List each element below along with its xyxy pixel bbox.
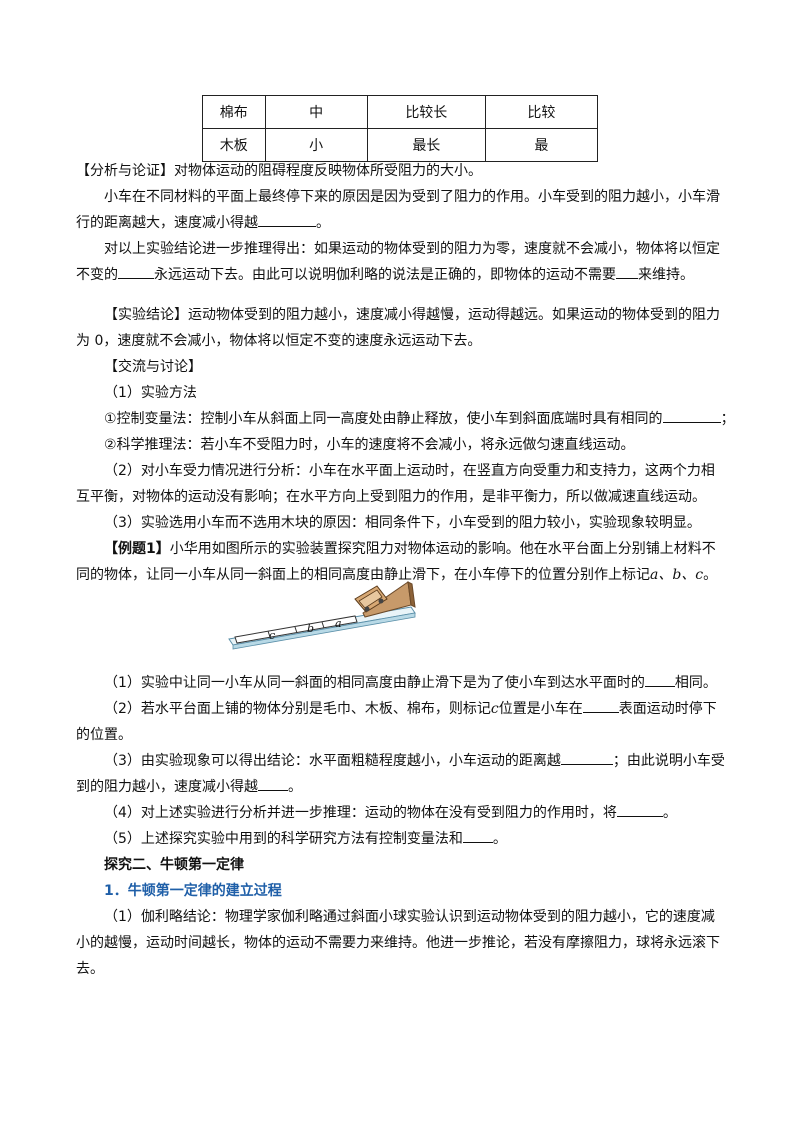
question-text: （5）上述探究实验中用到的科学研究方法有控制变量法和	[104, 831, 463, 847]
question-text: （2）若水平台面上铺的物体分别是毛巾、木板、棉布，则标记	[104, 701, 491, 717]
results-table: 棉布 中 比较长 比较 木板 小 最长 最	[202, 95, 599, 162]
answer-blank	[582, 698, 619, 713]
discussion-heading: 【交流与讨论】	[104, 359, 202, 375]
table-cell: 最	[484, 128, 599, 162]
table-cell: 比较长	[366, 95, 486, 129]
answer-blank	[644, 672, 675, 687]
analysis-paragraph-1a: 小车在不同材料的平面上最终停下来的原因是因为受到了阻力的作用。小车受到的阻力越小…	[104, 189, 720, 205]
question-text: 。	[288, 779, 302, 795]
mark-c-label: c	[269, 629, 275, 642]
analysis-paragraph-2a: 对以上实验结论进一步推理得出：如果运动的物体受到的阻力为零，速度就不会减小，物体…	[104, 241, 720, 257]
question-text: （3）由实验现象可以得出结论：水平面粗糙程度越小，小车运动的距离越	[104, 753, 561, 769]
question-text: （4）对上述实验进行分析并进一步推理：运动的物体在没有受到阻力的作用时，将	[104, 805, 617, 821]
mark-a-label: a	[335, 617, 342, 630]
question-text: 位置是小车在	[498, 701, 583, 717]
analysis-heading-rest: 对物体运动的阻碍程度反映物体所受阻力的大小。	[174, 163, 482, 179]
analysis-text: 永远运动下去。由此可以说明伽利略的说法是正确的，即物体的运动不需要	[154, 267, 616, 283]
table-row: 木板 小 最长 最	[202, 128, 599, 162]
example-text: 同的物体，让同一小车从同一斜面上的相同高度由静止滑下，在小车停下的位置分别作上标…	[76, 567, 650, 583]
section-paragraph-c: 去。	[76, 961, 104, 977]
section-subheading: 1．牛顿第一定律的建立过程	[104, 883, 282, 899]
answer-blank	[616, 802, 663, 817]
answer-blank	[258, 212, 316, 227]
answer-blank	[560, 750, 613, 765]
discussion-item-1b: ②科学推理法：若小车不受阻力时，小车的速度将不会减小，将永远做匀速直线运动。	[104, 437, 635, 453]
answer-blank	[616, 264, 638, 279]
analysis-text: 不变的	[76, 267, 118, 283]
table-cell: 棉布	[202, 95, 266, 129]
question-text: 相同。	[674, 675, 717, 691]
question-text: ；由此说明小车受	[612, 753, 725, 769]
question-2-line-2: 的位置。	[76, 727, 132, 743]
table-cell: 小	[264, 128, 368, 162]
discussion-text: ①控制变量法：控制小车从斜面上同一高度处由静止释放，使小车到斜面底端时具有相同的	[104, 411, 663, 427]
analysis-heading-line: 【分析与论证】对物体运动的阻碍程度反映物体所受阻力的大小。	[76, 158, 724, 184]
example-line-1: 【例题1】小华用如图所示的实验装置探究阻力对物体运动的影响。他在水平台面上分别铺…	[76, 536, 724, 562]
discussion-item-1a: ①控制变量法：控制小车从斜面上同一高度处由静止释放，使小车到斜面底端时具有相同的…	[76, 406, 735, 432]
question-text: （1）实验中让同一小车从同一斜面的相同高度由静止滑下是为了使小车到达水平面时的	[104, 675, 645, 691]
question-3-line-2: 到的阻力越小，速度减小得越 。	[76, 774, 724, 800]
analysis-text: 。	[316, 215, 330, 231]
table-cell: 比较	[484, 95, 599, 129]
answer-blank	[462, 828, 493, 843]
analysis-paragraph-1b: 行的距离越大，速度减小得越 。	[76, 210, 724, 236]
discussion-item-2b: 互平衡，对物体的运动没有影响；在水平方向上受到阻力的作用，是非平衡力，所以做减速…	[76, 489, 706, 505]
mark-b-label: b	[307, 622, 314, 635]
question-3: （3）由实验现象可以得出结论：水平面粗糙程度越小，小车运动的距离越 ；由此说明小车…	[76, 748, 725, 774]
question-text: 。	[662, 805, 677, 821]
incline-experiment-figure: c b a	[228, 581, 416, 650]
conclusion-line-2: 为 0，速度就不会减小，物体将以恒定不变的速度永远运动下去。	[76, 333, 482, 349]
discussion-item-2a: （2）对小车受力情况进行分析：小车在水平面上运动时，在竖直方向受重力和支持力，这…	[104, 463, 715, 479]
discussion-text: ；	[720, 411, 735, 427]
analysis-heading: 【分析与论证】	[76, 163, 174, 179]
question-1: （1）实验中让同一小车从同一斜面的相同高度由静止滑下是为了使小车到达水平面时的 相…	[76, 670, 724, 696]
analysis-text: 行的距离越大，速度减小得越	[76, 215, 258, 231]
section-heading: 探究二、牛顿第一定律	[104, 857, 244, 873]
section-paragraph-b: 小的越慢，运动时间越长，物体的运动不需要力来维持。他进一步推论，若没有摩擦阻力，…	[76, 935, 720, 951]
table-row: 棉布 中 比较长 比较	[202, 95, 599, 129]
table-cell: 中	[264, 95, 368, 129]
example-text: 。	[703, 567, 718, 583]
conclusion-line-1: 【实验结论】运动物体受到的阻力越小，速度减小得越慢，运动得越远。如果运动的物体受…	[104, 307, 720, 323]
question-4: （4）对上述实验进行分析并进一步推理：运动的物体在没有受到阻力的作用时，将 。	[76, 800, 724, 826]
mark-c: c	[490, 701, 499, 717]
question-2: （2）若水平台面上铺的物体分别是毛巾、木板、棉布，则标记c位置是小车在 表面运动时…	[76, 696, 724, 722]
question-text: 表面运动时停下	[618, 701, 717, 717]
example-text: 小华用如图所示的实验装置探究阻力对物体运动的影响。他在水平台面上分别铺上材料不	[169, 541, 716, 557]
question-5: （5）上述探究实验中用到的科学研究方法有控制变量法和 。	[76, 826, 724, 852]
discussion-item-3: （3）实验选用小车而不选用木块的原因：相同条件下，小车受到的阻力较小，实验现象较…	[104, 515, 701, 531]
discussion-item-1: （1）实验方法	[104, 385, 197, 401]
analysis-text: 来维持。	[638, 267, 694, 283]
answer-blank	[258, 776, 288, 791]
example-label: 【例题1】	[104, 541, 170, 557]
answer-blank	[662, 408, 721, 423]
table-cell: 木板	[202, 128, 266, 162]
example-line-2: 同的物体，让同一小车从同一斜面上的相同高度由静止滑下，在小车停下的位置分别作上标…	[76, 562, 724, 588]
analysis-paragraph-2b: 不变的 永远运动下去。由此可以说明伽利略的说法是正确的，即物体的运动不需要 来维持。	[76, 262, 724, 288]
table-cell: 最长	[366, 128, 486, 162]
example-marks: a、b、c	[650, 567, 704, 583]
question-text: 。	[492, 831, 507, 847]
section-paragraph-a: （1）伽利略结论：物理学家伽利略通过斜面小球实验认识到运动物体受到的阻力越小，它…	[104, 909, 715, 925]
answer-blank	[118, 264, 154, 279]
question-text: 到的阻力越小，速度减小得越	[76, 779, 258, 795]
